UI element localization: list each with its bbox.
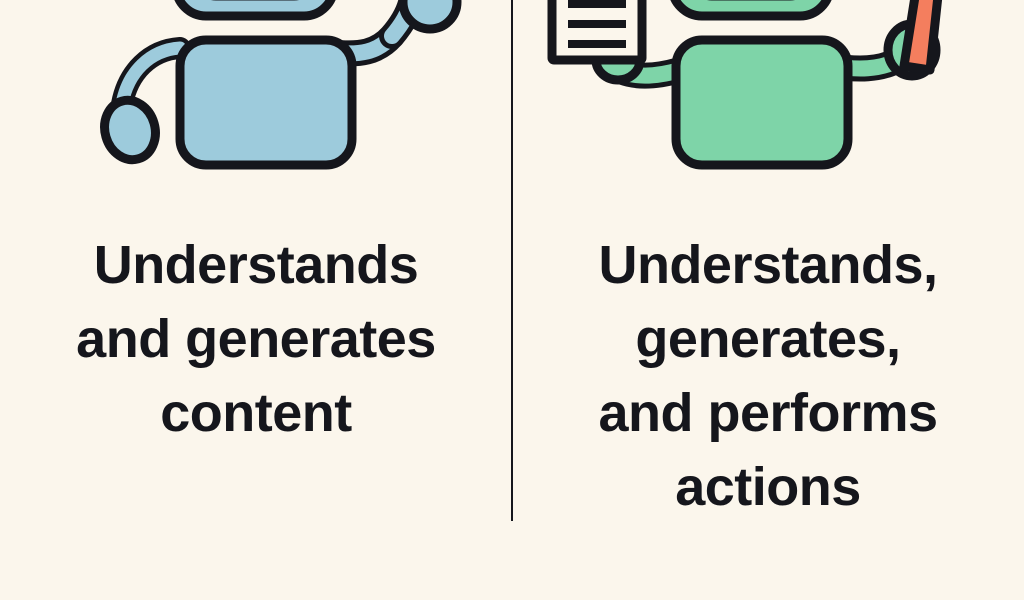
- robot-body: [671, 35, 853, 170]
- caption-right-line-2: generates,: [635, 309, 901, 369]
- green-robot-svg: [547, 0, 943, 170]
- caption-left-line-2: and generates: [76, 309, 436, 369]
- robot-left-arm-fill: [115, 41, 187, 111]
- document-text-lines: [568, 0, 626, 48]
- caption-right-line-1: Understands,: [598, 235, 938, 295]
- green-robot-illustration: [512, 0, 1024, 200]
- caption-right: Understands, generates, and performs act…: [512, 228, 1024, 524]
- caption-left-line-1: Understands: [93, 235, 419, 295]
- robot-body: [175, 35, 357, 170]
- panel-right: Understands, generates, and performs act…: [512, 0, 1024, 600]
- robot-head: [670, 0, 832, 21]
- caption-right-line-3: and performs: [598, 383, 938, 443]
- robot-head: [174, 0, 336, 21]
- document-icon: [547, 0, 647, 65]
- robot-left-hand: [100, 95, 160, 165]
- orange-tool: [899, 0, 943, 75]
- vertical-divider: [511, 0, 513, 521]
- caption-left-line-3: content: [160, 383, 352, 443]
- panel-left: Understands and generates content: [0, 0, 512, 450]
- caption-left: Understands and generates content: [0, 228, 512, 450]
- robot-right-hand: [398, 0, 462, 34]
- caption-right-line-4: actions: [675, 457, 861, 517]
- blue-robot-svg: [100, 0, 462, 170]
- blue-robot-illustration: [0, 0, 512, 200]
